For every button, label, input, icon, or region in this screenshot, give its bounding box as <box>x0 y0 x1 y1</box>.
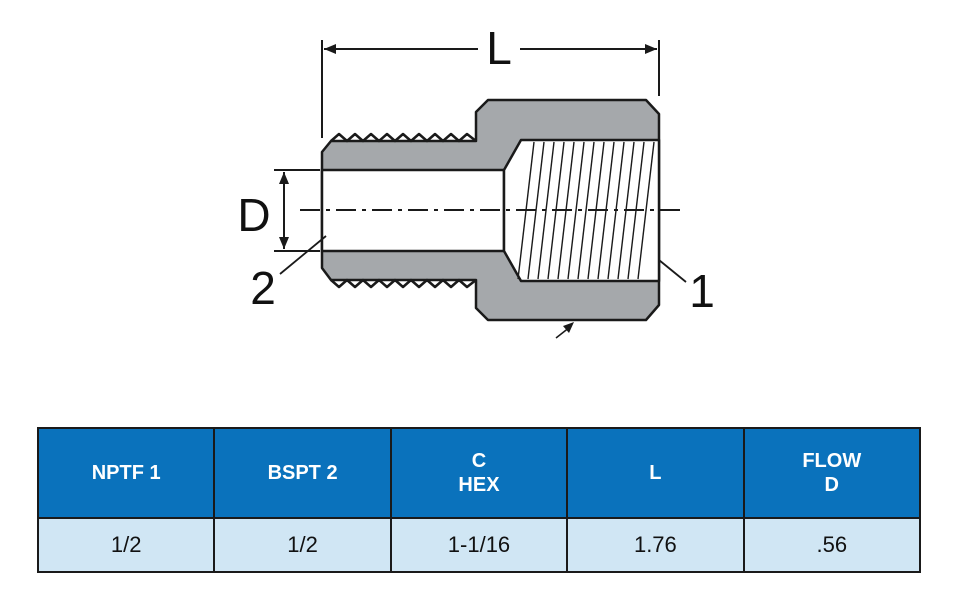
table-cell: 1.76 <box>566 517 745 573</box>
diameter-label: D <box>237 189 270 241</box>
thread-line <box>577 141 595 280</box>
port-1-leader <box>658 259 687 283</box>
column-header-text: HEX <box>458 474 500 496</box>
table-cell: 1/2 <box>213 517 392 573</box>
male-thread-bottom <box>330 278 477 289</box>
thread-line <box>567 141 585 280</box>
length-arrow-right <box>645 44 657 54</box>
column-header: NPTF 1 <box>36 427 216 519</box>
hex-pointer-arrowhead <box>563 322 574 333</box>
column-header-text: D <box>824 474 839 496</box>
thread-line <box>637 141 655 280</box>
length-arrow-left <box>324 44 336 54</box>
port-2-leader <box>279 235 327 275</box>
column-header: BSPT 2 <box>213 427 392 519</box>
female-thread-lines <box>517 141 655 280</box>
column-header-text: C <box>471 450 487 472</box>
male-thread-top <box>330 132 477 143</box>
column-header-text: L <box>649 462 662 484</box>
column-header-text: NPTF 1 <box>91 462 161 484</box>
diameter-arrow-top <box>279 172 289 184</box>
column-header-text: BSPT 2 <box>267 462 338 484</box>
port-1-label: 1 <box>689 265 715 317</box>
diameter-arrow-bottom <box>279 237 289 249</box>
table-cell: .56 <box>742 517 922 573</box>
length-label: L <box>486 22 512 74</box>
table-cell: 1/2 <box>36 517 216 573</box>
table-cell: 1-1/16 <box>389 517 569 573</box>
column-header-text: FLOW <box>802 450 862 472</box>
column-header: L <box>566 427 745 519</box>
port-2-label: 2 <box>250 262 276 314</box>
fitting-drawing: L D 2 1 <box>237 22 715 339</box>
